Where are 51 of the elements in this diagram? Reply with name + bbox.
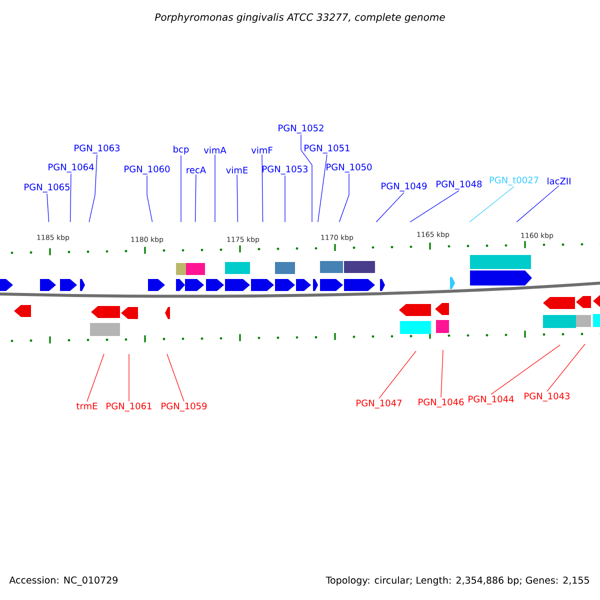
gene-label: PGN_1044 bbox=[468, 396, 514, 404]
gene-label: PGN_1059 bbox=[162, 402, 207, 412]
title: Porphyromonas gingivalis ATCC 33277, complete genome bbox=[154, 13, 445, 23]
footer-text: Topology: circular; Length: 2,354,886 bp; Genes: 2,155 bbox=[326, 576, 589, 586]
leader-line bbox=[516, 185, 560, 222]
leader-line bbox=[262, 154, 264, 222]
gene-label: PGN_1050 bbox=[326, 164, 372, 172]
gene-label: PGN_1049 bbox=[382, 182, 427, 192]
gene-label: vimE bbox=[226, 166, 248, 174]
gene-label: PGN_1052 bbox=[278, 124, 324, 134]
leader-line bbox=[46, 193, 50, 222]
gene-label: PGN_1063 bbox=[74, 144, 120, 154]
gene-label: PGN_1046 bbox=[418, 398, 464, 408]
leader-line bbox=[88, 154, 98, 222]
gene-label: bcp bbox=[174, 146, 189, 154]
leader-line bbox=[236, 174, 238, 222]
gene-label: PGN_1060 bbox=[124, 166, 170, 174]
leader-line bbox=[339, 173, 350, 222]
footer-text: Accession: NC_010729 bbox=[9, 576, 118, 586]
leader-line bbox=[318, 154, 328, 222]
gene-label: trmE bbox=[76, 402, 98, 410]
leader-line bbox=[378, 350, 416, 399]
leader-line bbox=[440, 350, 444, 398]
leader-line bbox=[376, 192, 404, 222]
gene-label: PGN_1048 bbox=[436, 180, 482, 190]
leader-line bbox=[128, 354, 130, 402]
gene-label: PGN_1053 bbox=[262, 166, 308, 174]
gene-label: PGN_1065 bbox=[24, 184, 70, 192]
leader-line bbox=[469, 186, 514, 222]
gene-label: vimF bbox=[251, 146, 272, 154]
gene-label: PGN_1047 bbox=[356, 400, 402, 408]
leader-line bbox=[146, 175, 153, 222]
leader-line bbox=[86, 354, 104, 402]
leader-line bbox=[70, 173, 72, 222]
gene-label: PGN_1064 bbox=[48, 164, 94, 172]
leader-line bbox=[410, 190, 460, 222]
leader-line bbox=[300, 134, 312, 222]
gene-label: PGN_1043 bbox=[524, 392, 570, 402]
leader-line bbox=[546, 344, 586, 392]
gene-label: recA bbox=[186, 166, 206, 174]
gene-label: lacZII bbox=[548, 178, 570, 184]
leader-line bbox=[166, 354, 184, 402]
leader-line bbox=[180, 155, 182, 222]
leader-line bbox=[490, 344, 560, 395]
leader-line bbox=[195, 174, 196, 222]
gene-label: PGN_1051 bbox=[304, 144, 350, 154]
gene-label: PGN_1061 bbox=[106, 402, 152, 412]
gene-label: PGN_t0027 bbox=[490, 176, 538, 186]
leader-line bbox=[284, 175, 286, 222]
gene-label: vimA bbox=[204, 146, 226, 154]
leader-line bbox=[214, 154, 216, 222]
